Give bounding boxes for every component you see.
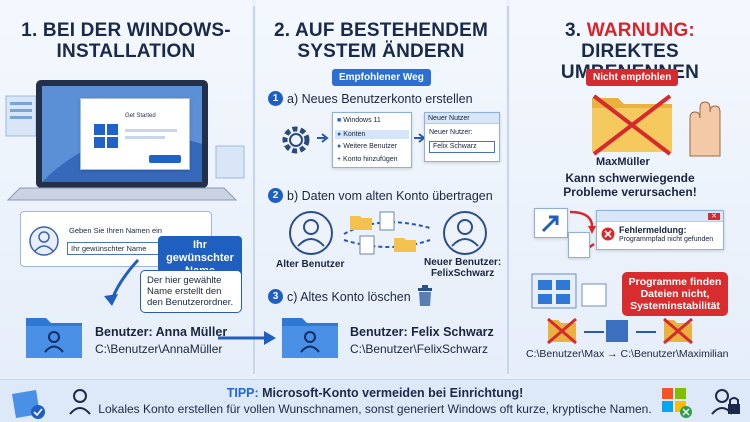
- data-transfer-icon: [343, 211, 431, 255]
- gear-icon: [282, 126, 310, 154]
- close-icon[interactable]: ✕: [708, 213, 720, 220]
- divider: [253, 6, 255, 374]
- column2-title-line2: SYSTEM ÄNDERN: [297, 41, 465, 62]
- program-error-box: Programme finden Dateien nicht, Systemin…: [622, 272, 728, 316]
- error-dialog: ✕ Fehlermeldung: Programmpfad nicht gefu…: [596, 210, 724, 250]
- folder-user-label: Benutzer: Felix Schwarz: [350, 325, 494, 339]
- step-b-label: b) Daten vom alten Konto übertragen: [287, 188, 493, 203]
- warning-text-line1: Kann schwerwiegende: [565, 171, 695, 185]
- arrow-right-icon: [317, 133, 329, 143]
- rename-to-path: C:\Benutzer\Maximilian: [620, 348, 729, 360]
- windows-user-icons: [12, 389, 91, 419]
- old-user-icon: [289, 211, 333, 255]
- column1-title: 1. BEI DER WINDOWS- INSTALLATION: [0, 20, 252, 62]
- new-user-input[interactable]: Felix Schwarz: [429, 141, 495, 153]
- step-b: 2 b) Daten vom alten Konto übertragen: [268, 188, 493, 203]
- rename-from-path: C:\Benutzer\Max: [526, 348, 605, 360]
- step-c: 3 c) Altes Konto löschen: [268, 289, 411, 304]
- warning-text-line2: Probleme verursachen!: [563, 185, 697, 199]
- name-prompt-label: Geben Sie Ihren Namen ein: [69, 226, 162, 235]
- program-window-icon: [531, 273, 607, 309]
- new-user-caption: Neuer Benutzer: FelixSchwarz: [424, 257, 501, 279]
- folder-path: C:\Benutzer\AnnaMüller: [95, 342, 223, 356]
- curved-arrow-icon: [104, 258, 140, 306]
- folder-user-name: Benutzer: Felix Schwarz: [350, 325, 494, 339]
- user-avatar-icon: [29, 226, 59, 256]
- dialog-title: Get Started: [125, 113, 156, 119]
- column2-title-line1: 2. AUF BESTEHENDEM: [273, 20, 489, 41]
- menu-item-add-account[interactable]: + Konto hinzufügen: [337, 156, 398, 163]
- folder-note: Der hier gewählte Name erstellt den den …: [140, 270, 242, 313]
- column1-title-line1: 1. BEI DER WINDOWS-: [21, 20, 231, 41]
- new-user-window: Neuer Nutzer Neuer Nutzer: Felix Schwarz: [424, 112, 500, 162]
- error-title: Fehlermeldung:: [619, 225, 687, 235]
- tip-bar: TIPP: Microsoft-Konto vermeiden bei Einr…: [0, 379, 750, 422]
- name-input[interactable]: Ihr gewünschter Name: [67, 242, 165, 255]
- step-a-label: a) Neues Benutzerkonto erstellen: [287, 91, 473, 106]
- new-user-icon: [443, 211, 487, 255]
- divider: [507, 6, 509, 374]
- tip-text: Lokales Konto erstellen für vollen Wunsc…: [98, 402, 652, 416]
- new-user-label: Neuer Nutzer:: [429, 129, 473, 136]
- error-icon: [601, 227, 615, 241]
- new-user-window-title: Neuer Nutzer: [425, 113, 499, 124]
- step-a-number: 1: [268, 91, 283, 106]
- menu-item-konten[interactable]: ● Konten: [335, 130, 409, 139]
- crossed-folder-icon: [592, 94, 721, 157]
- column-windows-installation: 1. BEI DER WINDOWS- INSTALLATION Get Sta…: [0, 0, 252, 378]
- not-recommended-badge: Nicht empfohlen: [586, 69, 679, 86]
- old-user-label: Alter Benutzer: [276, 259, 345, 270]
- program-error-line3: Systeminstabilität: [630, 300, 720, 312]
- new-user-caption-line2: FelixSchwarz: [430, 268, 495, 279]
- folder-path: C:\Benutzer\FelixSchwarz: [350, 342, 489, 356]
- recommended-badge: Empfohlener Weg: [332, 69, 431, 86]
- rename-arrow: →: [607, 348, 618, 360]
- menu-item-windows[interactable]: ■ Windows 11: [337, 117, 381, 124]
- column-existing-system: 2. AUF BESTEHENDEM SYSTEM ÄNDERN Empfohl…: [256, 0, 506, 378]
- step-b-number: 2: [268, 188, 283, 203]
- rename-path-line: C:\Benutzer\Max → C:\Benutzer\Maximilian: [526, 348, 729, 360]
- column3-title-line1: 3. WARNUNG:: [510, 20, 750, 41]
- step-c-label: c) Altes Konto löschen: [287, 289, 411, 304]
- folder-user-label: Benutzer: Anna Müller: [95, 325, 227, 339]
- tip-headline: TIPP: Microsoft-Konto vermeiden bei Einr…: [0, 386, 750, 400]
- broken-file-icon: [568, 232, 590, 258]
- microsoft-lock-icons: [662, 388, 740, 418]
- column3-title-prefix: 3.: [565, 20, 587, 41]
- warning-text: Kann schwerwiegende Probleme verursachen…: [510, 171, 750, 199]
- step-a: 1 a) Neues Benutzerkonto erstellen: [268, 91, 473, 106]
- column2-title: 2. AUF BESTEHENDEM SYSTEM ÄNDERN: [256, 20, 506, 62]
- rename-folders-icon: [547, 317, 693, 345]
- tip-label: TIPP:: [226, 386, 259, 400]
- step-c-number: 3: [268, 289, 283, 304]
- warning-title-word: WARNUNG:: [586, 20, 695, 41]
- new-user-caption-line1: Neuer Benutzer:: [424, 257, 502, 268]
- menu-windows-label: Windows 11: [343, 117, 381, 124]
- app-shortcut-icon: [534, 208, 568, 238]
- settings-menu: ■ Windows 11 ● Konten ● Weitere Benutzer…: [332, 112, 412, 168]
- menu-weitere-label: Weitere Benutzer: [343, 143, 398, 150]
- user-folder-icon: [26, 318, 82, 358]
- error-dialog-titlebar: ✕: [597, 211, 723, 222]
- column1-title-line2: INSTALLATION: [56, 41, 196, 62]
- menu-konten-label: Konten: [343, 131, 366, 138]
- windows-logo-icon: [94, 124, 118, 148]
- menu-add-label: + Konto hinzufügen: [337, 156, 398, 163]
- column-direct-rename-warning: 3. WARNUNG: DIREKTES UMBENENNEN Nicht em…: [510, 0, 750, 378]
- folder-user-name: Benutzer: Anna Müller: [95, 325, 228, 339]
- get-started-dialog: Get Started: [80, 98, 190, 170]
- program-error-line2: Dateien nicht,: [640, 288, 710, 300]
- menu-item-weitere[interactable]: ● Weitere Benutzer: [337, 143, 398, 150]
- error-message: Programmpfad nicht gefunden: [619, 236, 714, 243]
- arrow-right-icon: [218, 331, 276, 345]
- tip-headline-text: Microsoft-Konto vermeiden bei Einrichtun…: [258, 386, 524, 400]
- next-button[interactable]: [149, 155, 181, 163]
- program-error-line1: Programme finden: [628, 276, 722, 288]
- user-folder-icon: [282, 318, 338, 358]
- renamed-folder-label: MaxMüller: [596, 156, 650, 168]
- trash-icon[interactable]: [416, 285, 434, 307]
